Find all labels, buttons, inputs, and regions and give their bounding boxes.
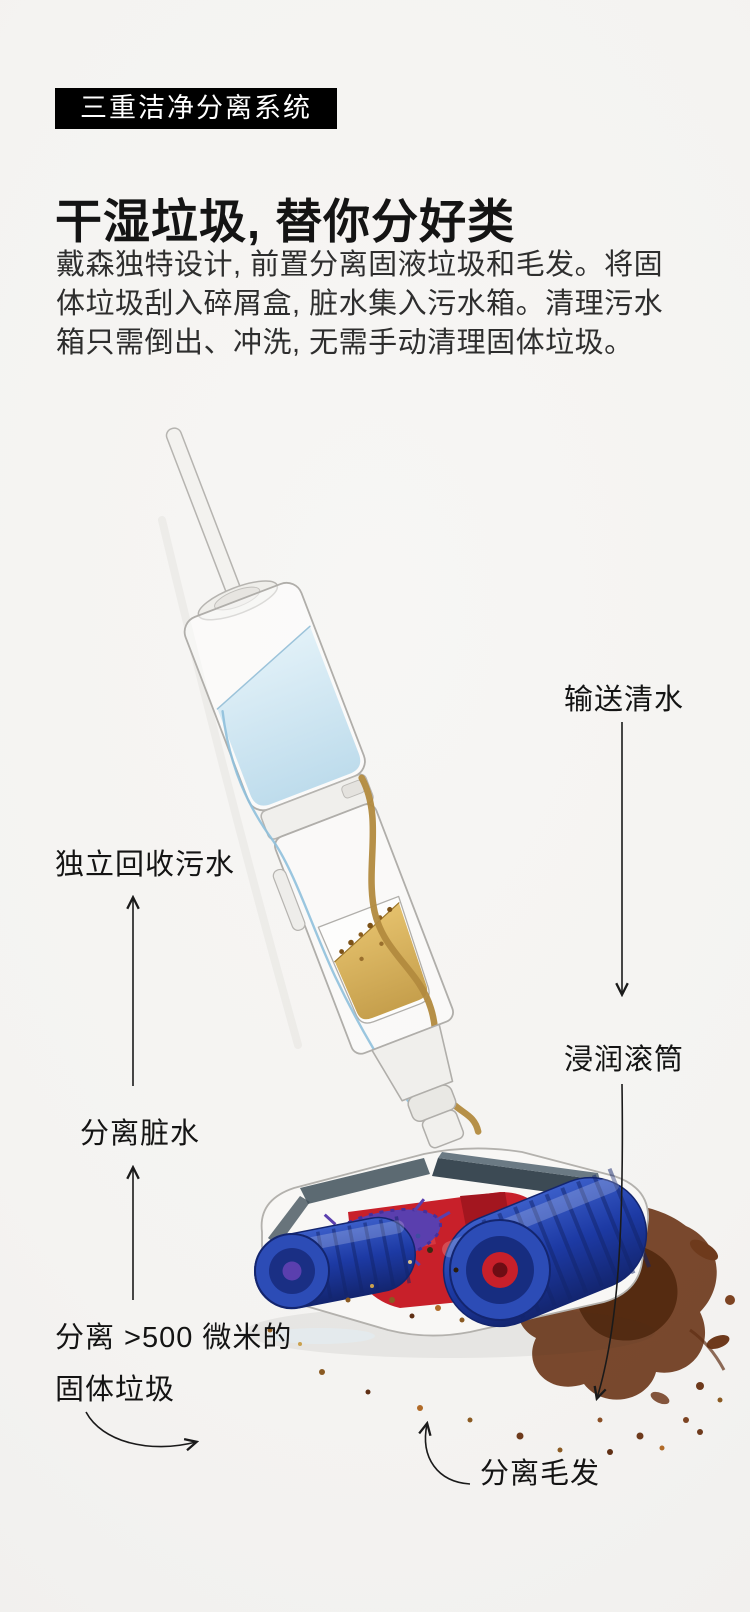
description-line: 戴森独特设计, 前置分离固液垃圾和毛发。将固 <box>56 249 664 281</box>
squeegee-strip-left <box>300 1158 430 1204</box>
section-badge: 三重洁净分离系统 <box>55 88 337 129</box>
callout-clean-water: 输送清水 <box>564 684 685 716</box>
cleaner-head <box>245 1147 655 1358</box>
callout-solid-waste-line2: 固体垃圾 <box>55 1374 176 1406</box>
callout-separate-hair: 分离毛发 <box>480 1458 601 1490</box>
callout-solid-waste-line1: 分离 >500 微米的 <box>55 1322 293 1354</box>
annotation-arrows <box>85 722 624 1485</box>
description-line: 体垃圾刮入碎屑盒, 脏水集入污水箱。清理污水 <box>56 288 664 320</box>
callout-separate-dirty-water: 分离脏水 <box>80 1118 201 1150</box>
description-line: 箱只需倒出、冲洗, 无需手动清理固体垃圾。 <box>56 327 634 359</box>
pole-shadow <box>158 516 302 1049</box>
machine-body <box>165 427 482 1149</box>
arrow-solid-waste <box>85 1411 196 1447</box>
section-badge-label: 三重洁净分离系统 <box>80 93 312 123</box>
callout-solid-waste: 分离 >500 微米的 固体垃圾 <box>55 1312 292 1416</box>
callout-recycle-dirty-water: 独立回收污水 <box>55 849 236 881</box>
clean-water <box>217 626 361 806</box>
dirty-water <box>334 902 428 1020</box>
page-title: 干湿垃圾, 替你分好类 <box>55 195 516 249</box>
arrow-wet-roller <box>597 1083 624 1398</box>
callout-wet-roller: 浸润滚筒 <box>564 1044 685 1076</box>
description: 戴森独特设计, 前置分离固液垃圾和毛发。将固 体垃圾刮入碎屑盒, 脏水集入污水箱… <box>56 246 716 363</box>
arrow-separate-hair <box>425 1424 471 1485</box>
debris-specks <box>267 1233 723 1455</box>
